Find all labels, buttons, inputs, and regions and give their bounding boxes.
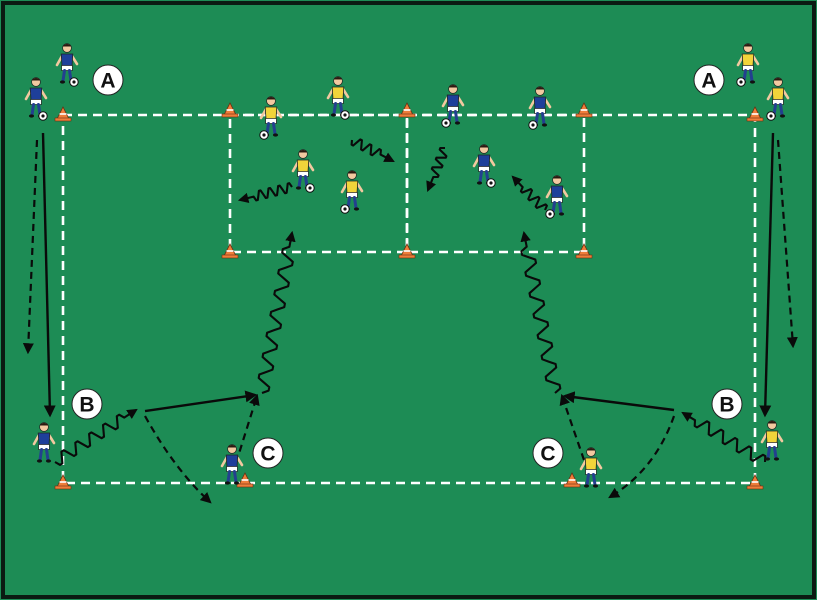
ball-icon	[441, 118, 451, 128]
cone-icon	[221, 243, 239, 259]
player-icon	[441, 84, 465, 128]
cone-icon	[398, 243, 416, 259]
dribble-arrow-icon	[520, 230, 562, 394]
ball-icon	[766, 111, 776, 121]
cone-icon	[54, 474, 72, 490]
station-label-c-right: C	[532, 437, 564, 469]
player-icon	[259, 96, 283, 140]
cone-icon	[236, 472, 254, 488]
cone-icon	[746, 474, 764, 490]
dribble-arrow-icon	[54, 408, 138, 466]
ball-icon	[305, 183, 315, 193]
station-labels: A A B B C C	[71, 64, 743, 469]
pass-arrow-icon	[144, 390, 258, 413]
cone-icon	[746, 106, 764, 122]
right-inner-square	[405, 113, 586, 254]
dribble-arrow-icon	[237, 182, 293, 204]
dribble-arrow-icon	[681, 411, 767, 463]
player-icon	[766, 77, 790, 121]
player-icon	[472, 144, 496, 188]
ball-icon	[736, 77, 746, 87]
ball-icon	[340, 110, 350, 120]
ball-icon	[38, 111, 48, 121]
cone-icon	[398, 102, 416, 118]
station-letter: B	[719, 394, 734, 417]
player-icon	[55, 43, 79, 87]
ball-icon	[486, 178, 496, 188]
cone-icon	[221, 102, 239, 118]
ball-icon	[528, 120, 538, 130]
player-icon	[291, 149, 315, 193]
player-icon	[24, 77, 48, 121]
player-icon	[326, 76, 350, 120]
cone-icon	[54, 106, 72, 122]
players	[24, 43, 790, 488]
pass-arrow-icon	[759, 132, 775, 418]
ball-icon	[340, 204, 350, 214]
dribble-arrow-icon	[511, 175, 548, 211]
run-arrow-icon	[608, 415, 676, 499]
player-icon	[760, 420, 784, 461]
station-label-c-left: C	[252, 437, 284, 469]
player-icon	[340, 170, 364, 214]
station-label-a-right: A	[693, 64, 725, 96]
dribble-arrow-icon	[350, 138, 395, 162]
station-letter: C	[540, 443, 555, 466]
movement-arrows	[22, 132, 798, 504]
cone-icon	[575, 102, 593, 118]
station-letter: C	[260, 443, 275, 466]
player-icon	[545, 175, 569, 219]
station-label-b-right: B	[711, 388, 743, 420]
station-letter: A	[100, 70, 115, 93]
run-arrow-icon	[144, 415, 212, 504]
player-icon	[528, 86, 552, 130]
cone-icon	[575, 243, 593, 259]
run-arrow-icon	[776, 139, 798, 349]
dribble-arrow-icon	[257, 230, 296, 394]
station-label-a-left: A	[92, 64, 124, 96]
station-letter: B	[79, 394, 94, 417]
player-icon	[220, 444, 244, 485]
station-letter: A	[701, 70, 716, 93]
player-icon	[579, 447, 603, 488]
pass-arrow-icon	[562, 391, 675, 412]
player-icon	[736, 43, 760, 87]
ball-icon	[259, 130, 269, 140]
station-label-b-left: B	[71, 388, 103, 420]
player-icon	[32, 422, 56, 463]
pass-arrow-icon	[41, 132, 56, 418]
cone-icon	[563, 472, 581, 488]
ball-icon	[545, 209, 555, 219]
dribble-arrow-icon	[426, 146, 448, 192]
cones	[54, 102, 764, 490]
ball-icon	[69, 77, 79, 87]
